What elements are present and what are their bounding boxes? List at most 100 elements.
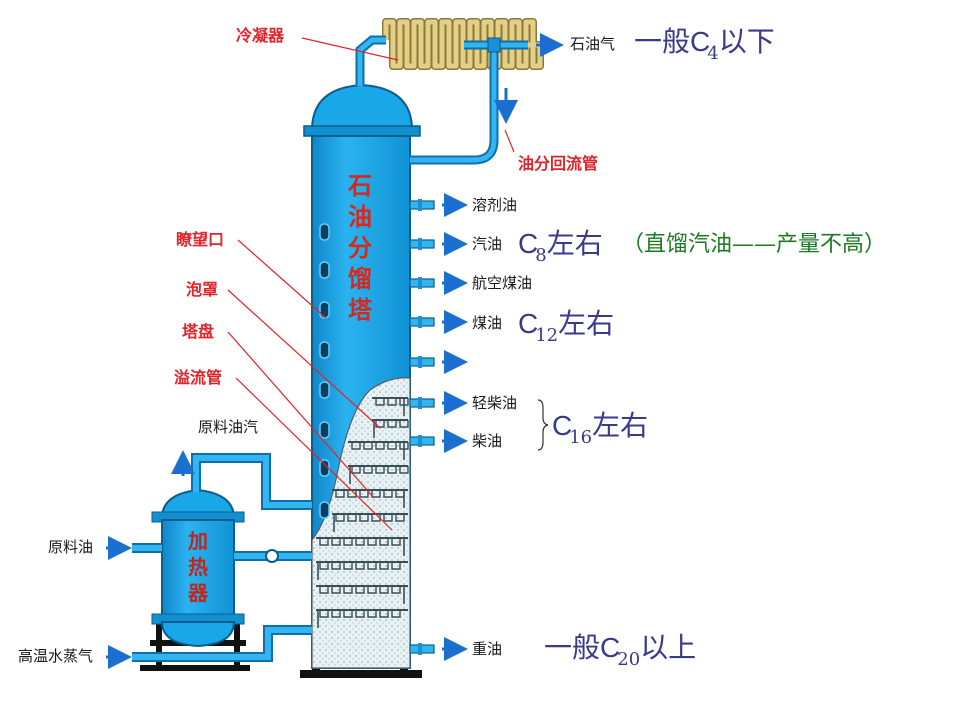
bubble-cap (363, 442, 373, 450)
bubble-cap (363, 466, 373, 474)
bubble-cap-label: 泡罩 (186, 280, 219, 299)
heavy-carbon-note: 一般C20以上 (544, 631, 697, 669)
heater-title-char: 加 (188, 529, 208, 553)
bubble-cap (355, 562, 365, 570)
bubble-cap (395, 514, 405, 522)
note-subscript: 16 (569, 427, 593, 448)
sight-glass-label: 瞭望口 (176, 230, 225, 249)
condenser-label: 冷凝器 (236, 26, 285, 45)
bubble-cap (355, 610, 365, 618)
bubble-cap (371, 490, 381, 498)
bubble-cap (399, 466, 409, 474)
bubble-cap (375, 466, 385, 474)
outlet-flange (418, 356, 422, 368)
column-title-char: 油 (348, 202, 372, 231)
bubble-cap (375, 398, 385, 406)
sight-glasses (319, 223, 330, 519)
bubble-cap (367, 538, 377, 546)
note-suffix: 以下 (718, 25, 775, 58)
bubble-cap (379, 562, 389, 570)
bubble-cap (391, 586, 401, 594)
note-suffix: 左右 (558, 307, 615, 340)
bubble-cap (319, 586, 329, 594)
bubble-cap (387, 442, 397, 450)
bubble-cap (331, 562, 341, 570)
bubble-cap (367, 586, 377, 594)
gas-carbon-note: 一般C4以下 (634, 25, 775, 63)
bubble-cap (331, 610, 341, 618)
bubble-cap (351, 466, 361, 474)
crude-oil-label: 原料油 (48, 538, 94, 556)
feed-vapor-pipe (193, 455, 312, 508)
bubble-cap (399, 420, 409, 428)
heater-title-char: 器 (188, 581, 208, 605)
bubble-cap (319, 610, 329, 618)
bubble-cap (335, 514, 345, 522)
bubble-cap (347, 514, 357, 522)
bubble-cap (355, 586, 365, 594)
note-subscript: 12 (535, 325, 559, 346)
note-carbon: C (518, 308, 538, 339)
bubble-cap (383, 490, 393, 498)
column-title-char: 分 (348, 233, 372, 262)
bubble-cap (391, 538, 401, 546)
feed-vapor-label: 原料油汽 (198, 418, 259, 436)
product-label: 石油气 (570, 35, 616, 53)
column-title-char: 石 (348, 171, 372, 200)
bubble-cap (391, 562, 401, 570)
outlet-flange (418, 397, 422, 409)
product-label: 溶剂油 (472, 196, 518, 214)
bubble-cap (379, 538, 389, 546)
product-label: 汽油 (472, 235, 503, 253)
bubble-cap (367, 562, 377, 570)
outlet-flange (418, 277, 422, 289)
bubble-cap (343, 586, 353, 594)
product-outlets (409, 33, 564, 661)
tray-label: 塔盘 (182, 322, 215, 341)
product-label: 轻柴油 (472, 394, 518, 412)
sight-glass (319, 421, 330, 439)
product-label: 柴油 (472, 432, 503, 450)
note-subscript: 4 (707, 43, 719, 64)
steam-label: 高温水蒸气 (18, 647, 94, 665)
bubble-cap (379, 610, 389, 618)
bubble-cap (343, 610, 353, 618)
bubble-cap (355, 538, 365, 546)
note-carbon: C (690, 26, 710, 57)
note-suffix: 左右 (546, 227, 603, 260)
outlet-flange (418, 316, 422, 328)
column-flange (303, 125, 421, 137)
outlet-flange (418, 435, 422, 447)
sight-glass (319, 381, 330, 399)
bubble-cap (351, 442, 361, 450)
bubble-cap (387, 466, 397, 474)
gasoline-yield-note: （直馏汽油——产量不高） (622, 232, 887, 257)
vapor-pipe (357, 37, 386, 86)
product-label: 航空煤油 (472, 274, 533, 292)
reflux-pipe-label: 油分回流管 (518, 154, 599, 173)
bubble-cap (331, 586, 341, 594)
bubble-cap (343, 562, 353, 570)
bubble-cap (319, 562, 329, 570)
bubble-cap (343, 538, 353, 546)
bubble-cap (347, 490, 357, 498)
bubble-cap (375, 442, 385, 450)
note-prefix: 一般 (544, 631, 601, 664)
note-carbon: C (518, 228, 538, 259)
bubble-cap (331, 538, 341, 546)
column-trays (316, 397, 409, 628)
product-label: 煤油 (472, 314, 503, 332)
sight-glass (319, 223, 330, 241)
heater-title: 加 热 器 (181, 528, 215, 606)
note-suffix: 以上 (640, 631, 697, 664)
column-title-char: 塔 (348, 295, 372, 324)
bubble-cap (359, 514, 369, 522)
outlet-flange (418, 643, 422, 655)
note-prefix: 一般 (634, 25, 691, 58)
heater-title-char: 热 (188, 555, 208, 579)
gasoline-carbon-note: C8左右 (518, 227, 603, 265)
sight-glass (319, 341, 330, 359)
bubble-cap (367, 610, 377, 618)
